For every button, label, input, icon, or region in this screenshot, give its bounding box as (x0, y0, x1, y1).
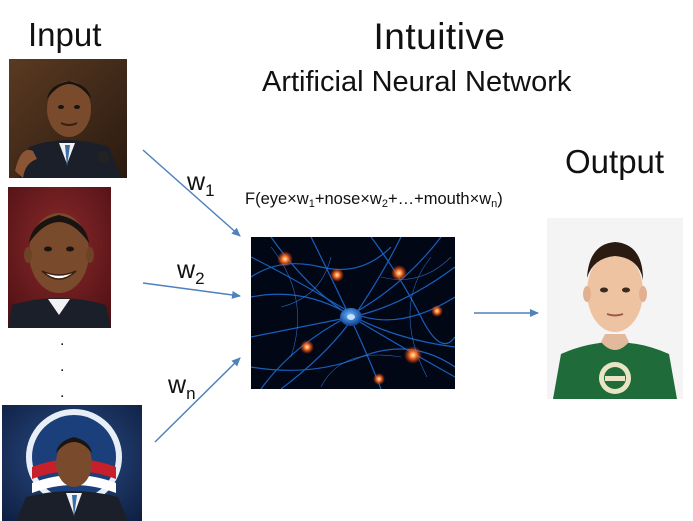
input-photo-3 (2, 405, 142, 521)
activation-formula: F(eye×w1+nose×w2+…+mouth×wn) (245, 190, 503, 210)
weight-label-n: wn (168, 371, 196, 403)
output-photo (547, 218, 683, 399)
arrow-input-1 (142, 149, 241, 237)
arrow-input-n (154, 357, 241, 443)
neural-network-image (251, 237, 455, 389)
output-label: Output (565, 143, 665, 180)
input-ellipsis: . . . (60, 332, 65, 401)
input-photo-2 (8, 187, 111, 328)
weight-label-2: w2 (177, 256, 205, 288)
diagram-title: Intuitive (373, 16, 506, 57)
diagram-subtitle: Artificial Neural Network (262, 66, 572, 98)
arrow-input-2 (142, 282, 241, 299)
input-label: Input (28, 16, 102, 53)
input-photo-1 (9, 59, 127, 178)
weight-label-1: w1 (187, 168, 215, 200)
